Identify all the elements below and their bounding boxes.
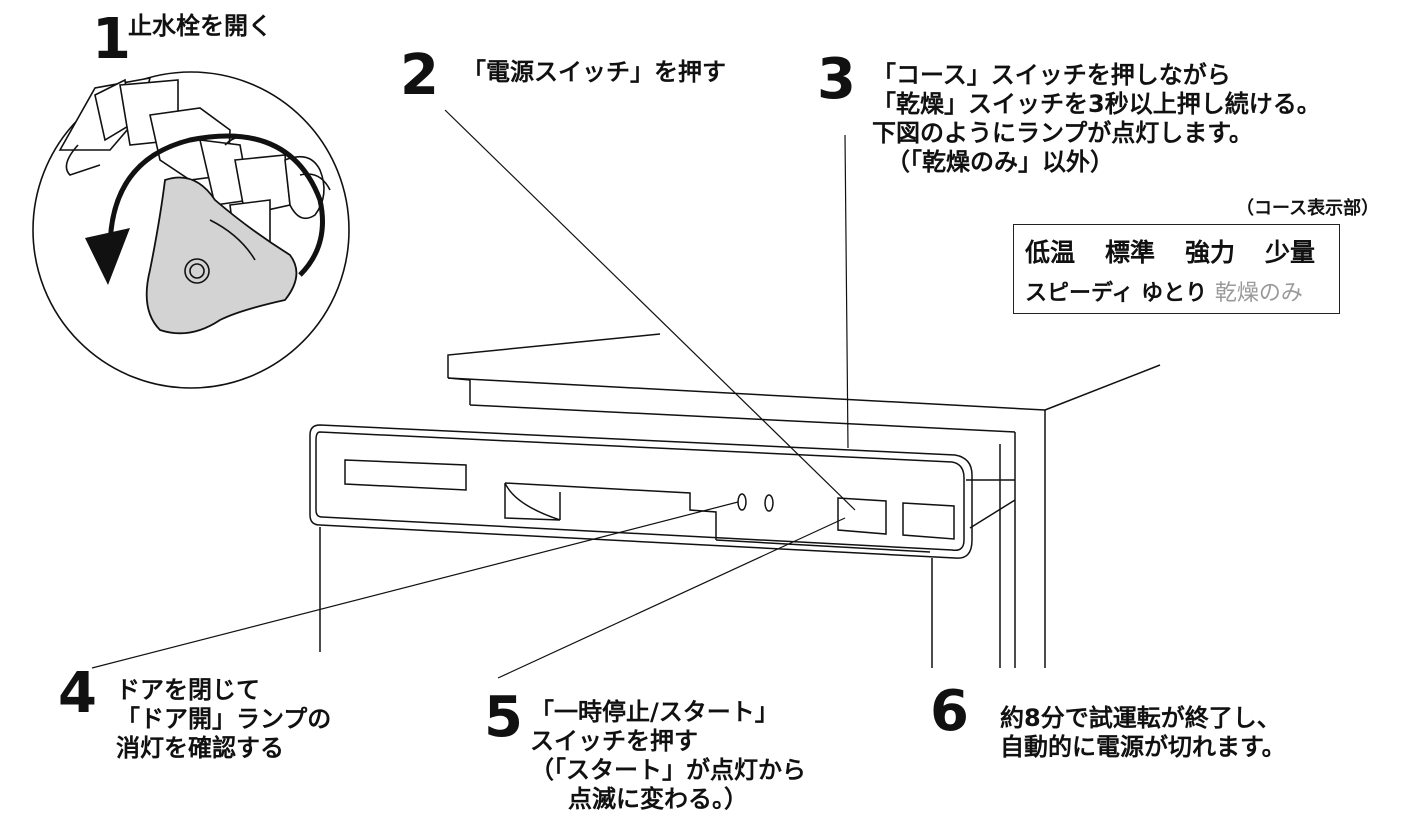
step-1-label: 止水栓を開く [128, 12, 272, 40]
rotate-arrow [107, 133, 325, 277]
step-3-line-2: 「乾燥」スイッチを3秒以上押し続ける。 [872, 90, 1321, 118]
step-3-label: 「コース」スイッチを押しながら 「乾燥」スイッチを3秒以上押し続ける。 下図のよ… [872, 61, 1321, 177]
step-5-number: 5 [484, 685, 523, 750]
step-6-line-1: 約8分で試運転が終了し、 [1000, 704, 1281, 732]
dishwasher-body [309, 333, 1161, 668]
step-6-line-2: 自動的に電源が切れます。 [1000, 733, 1286, 761]
step-4-line-2: 「ドア開」ランプの [116, 705, 332, 733]
control-panel [309, 424, 973, 559]
step-5-line-2: スイッチを押す [530, 727, 698, 755]
lamp-2 [764, 494, 774, 512]
leader-lines [91, 109, 856, 679]
course-button [902, 502, 955, 540]
step-5-label: 「一時停止/スタート」 スイッチを押す （「スタート」が点灯から 点滅に変わる。… [530, 698, 806, 814]
course-row-1: 低温標準強力少量 [1025, 233, 1315, 269]
start-pause-button [837, 497, 887, 535]
step-5-line-3: （「スタート」が点灯から [530, 756, 806, 784]
arrow-head [85, 228, 130, 285]
valve-knob [145, 176, 298, 335]
step-4-line-1: ドアを閉じて [116, 676, 260, 704]
door-handle-recess [504, 482, 717, 540]
course-yutori: ゆとり [1141, 281, 1208, 306]
course-row-2: スピーディ ゆとり 乾燥のみ [1025, 275, 1303, 307]
course-display-caption: （コース表示部） [1236, 198, 1380, 219]
panel-display-window [344, 459, 467, 491]
course-low-temp: 低温 [1025, 238, 1076, 267]
step-3-line-3: 下図のようにランプが点灯します。 [872, 119, 1253, 147]
course-small: 少量 [1265, 238, 1316, 267]
step-5-line-1: 「一時停止/スタート」 [530, 698, 779, 726]
step-4-line-3: 消灯を確認する [116, 734, 284, 762]
course-dry-only: 乾燥のみ [1214, 281, 1303, 306]
step-3-number: 3 [817, 47, 856, 112]
step-3-line-1: 「コース」スイッチを押しながら [872, 61, 1231, 89]
step-5-line-4: 点滅に変わる。） [568, 785, 748, 813]
course-standard: 標準 [1105, 238, 1156, 267]
step-1-number: 1 [92, 7, 131, 72]
course-speedy: スピーディ [1025, 281, 1134, 306]
step-6-label: 約8分で試運転が終了し、 自動的に電源が切れます。 [1000, 704, 1286, 762]
course-strong: 強力 [1185, 238, 1236, 267]
step-3-line-4: （「乾燥のみ」以外） [886, 148, 1114, 176]
valve-inset [32, 71, 350, 389]
step-2-number: 2 [400, 43, 439, 108]
step-4-number: 4 [58, 661, 97, 726]
step-6-number: 6 [930, 679, 969, 744]
step-4-label: ドアを閉じて 「ドア開」ランプの 消灯を確認する [116, 676, 331, 763]
step-2-label: 「電源スイッチ」を押す [462, 58, 726, 86]
course-display-panel: 低温標準強力少量 スピーディ ゆとり 乾燥のみ [1013, 224, 1340, 314]
